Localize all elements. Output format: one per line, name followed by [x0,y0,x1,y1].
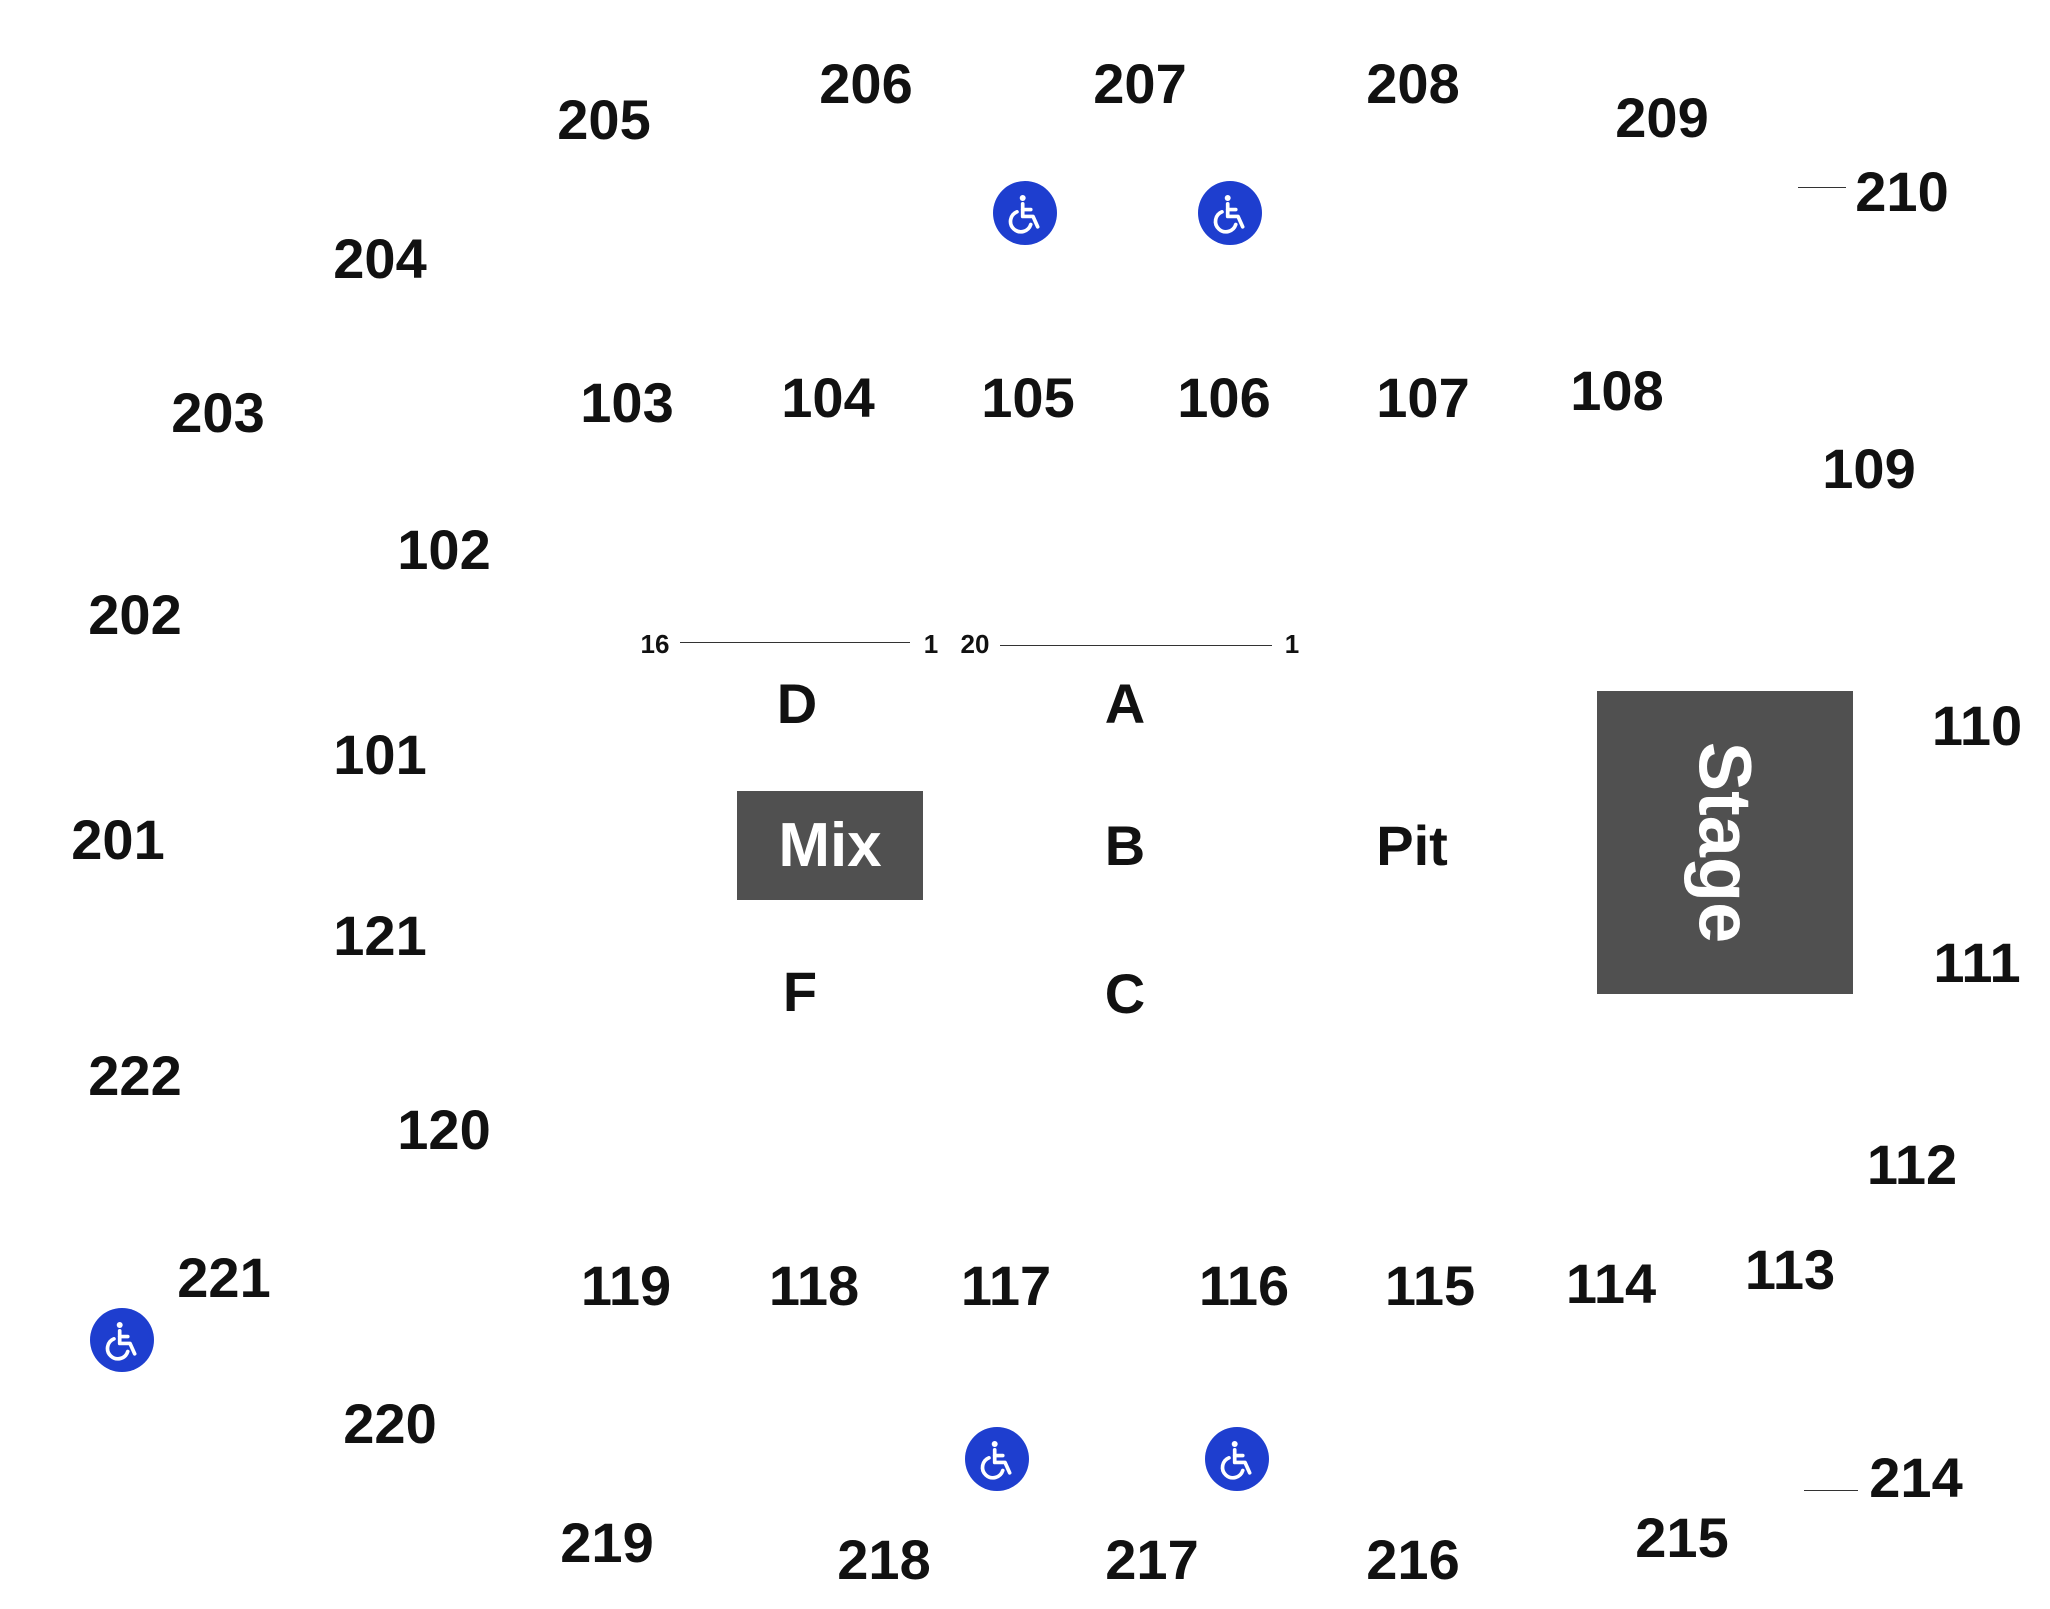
section-210[interactable]: 210 [1855,160,1949,223]
section-202[interactable]: 202 [88,583,182,646]
section-118[interactable]: 118 [768,1254,860,1317]
section-216[interactable]: 216 [1366,1528,1460,1591]
section-101[interactable]: 101 [333,723,427,786]
section-219[interactable]: 219 [560,1511,654,1574]
row-label-right-end: 1 [1284,629,1300,659]
section-207[interactable]: 207 [1093,52,1187,115]
row-label-right-start: 20 [960,629,990,659]
row-label-left-end: 1 [923,629,939,659]
section-206[interactable]: 206 [819,52,913,115]
section-116[interactable]: 116 [1198,1254,1290,1317]
section-103[interactable]: 103 [580,371,674,434]
section-201[interactable]: 201 [71,808,165,871]
section-221[interactable]: 221 [177,1246,271,1309]
stage: Stage [1597,691,1853,994]
section-214[interactable]: 214 [1869,1446,1963,1509]
section-109[interactable]: 109 [1822,437,1916,500]
floor-section-f[interactable]: F [782,960,818,1023]
stage-label: Stage [1683,741,1767,944]
section-119[interactable]: 119 [580,1254,672,1317]
section-204[interactable]: 204 [333,227,427,290]
section-203[interactable]: 203 [171,381,265,444]
section-121[interactable]: 121 [333,904,427,967]
floor-section-a[interactable]: A [1104,672,1146,735]
section-218[interactable]: 218 [837,1528,931,1591]
section-220[interactable]: 220 [343,1392,437,1455]
section-114[interactable]: 114 [1565,1252,1657,1315]
floor-section-pit[interactable]: Pit [1376,814,1448,877]
section-107[interactable]: 107 [1376,366,1470,429]
row-label-left-start: 16 [640,629,670,659]
section-208[interactable]: 208 [1366,52,1460,115]
floor-section-c[interactable]: C [1104,962,1146,1025]
section-120[interactable]: 120 [397,1098,491,1161]
wheelchair-icon [90,1308,154,1372]
section-113[interactable]: 113 [1744,1238,1836,1301]
section-111[interactable]: 111 [1933,931,2021,994]
section-108[interactable]: 108 [1570,359,1664,422]
section-104[interactable]: 104 [781,366,875,429]
row-ruler-left [680,642,910,643]
section-106[interactable]: 106 [1177,366,1271,429]
section-105[interactable]: 105 [981,366,1075,429]
mix-position: Mix [737,791,923,900]
section-222[interactable]: 222 [88,1044,182,1107]
floor-section-d[interactable]: D [776,672,818,735]
wheelchair-icon [1198,181,1262,245]
section-divider-210 [1798,187,1846,188]
mix-label: Mix [778,811,882,880]
section-209[interactable]: 209 [1615,86,1709,149]
wheelchair-icon [965,1427,1029,1491]
section-215[interactable]: 215 [1635,1506,1729,1569]
section-divider-214 [1804,1490,1858,1491]
section-102[interactable]: 102 [397,518,491,581]
section-205[interactable]: 205 [557,88,651,151]
wheelchair-icon [993,181,1057,245]
floor-section-b[interactable]: B [1104,814,1146,877]
section-117[interactable]: 117 [960,1254,1052,1317]
row-ruler-right [1000,645,1272,646]
section-115[interactable]: 115 [1384,1254,1476,1317]
section-110[interactable]: 110 [1931,694,2023,757]
section-112[interactable]: 112 [1866,1133,1958,1196]
section-217[interactable]: 217 [1105,1528,1199,1591]
wheelchair-icon [1205,1427,1269,1491]
